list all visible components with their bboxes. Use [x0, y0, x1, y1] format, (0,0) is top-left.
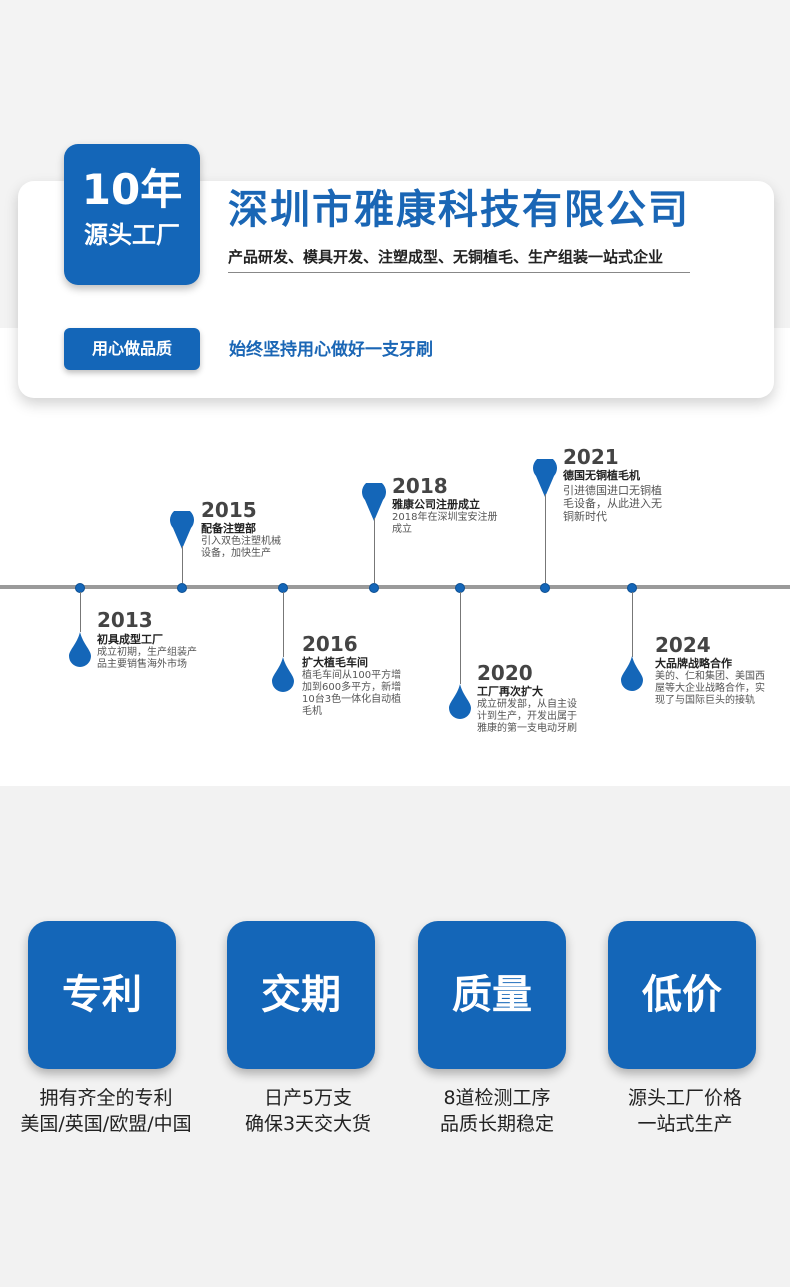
location-pin-icon — [533, 459, 557, 497]
timeline-connector — [374, 518, 375, 583]
event-desc: 成立初期，生产组装产品主要销售海外市场 — [97, 647, 197, 670]
timeline-connector — [283, 592, 284, 657]
feature-line-2: 品质长期稳定 — [439, 1113, 554, 1135]
timeline-dot — [369, 583, 379, 593]
feature-line-1: 日产5万支 — [263, 1087, 353, 1109]
location-pin-icon — [170, 511, 194, 549]
timeline-dot — [177, 583, 187, 593]
timeline-background — [0, 328, 790, 786]
feature-line-1: 8道检测工序 — [443, 1087, 551, 1109]
water-drop-icon — [449, 684, 471, 719]
quality-button[interactable]: 用心做品质 — [64, 328, 200, 370]
water-drop-icon — [272, 657, 294, 692]
feature-tile-price[interactable]: 低价 — [608, 921, 756, 1069]
event-year: 2024 — [655, 633, 711, 657]
event-year: 2018 — [392, 474, 448, 498]
event-desc: 引进德国进口无铜植毛设备，从此进入无铜新时代 — [563, 484, 662, 523]
timeline-connector — [545, 494, 546, 583]
feature-tile-delivery[interactable]: 交期 — [227, 921, 375, 1069]
feature-tile-patent[interactable]: 专利 — [28, 921, 176, 1069]
feature-line-1: 拥有齐全的专利 — [39, 1087, 173, 1109]
motto: 始终坚持用心做好一支牙刷 — [229, 340, 433, 360]
badge-years: 10年 — [81, 165, 183, 214]
years-badge: 10年 源头工厂 — [64, 144, 200, 285]
feature-caption: 拥有齐全的专利 美国/英国/欧盟/中国 — [6, 1085, 206, 1137]
feature-line-2: 确保3天交大货 — [244, 1113, 372, 1135]
event-desc: 引入双色注塑机械设备，加快生产 — [201, 536, 281, 559]
services-line: 产品研发、模具开发、注塑成型、无铜植毛、生产组装一站式企业 — [228, 248, 664, 266]
timeline-axis — [0, 585, 790, 589]
timeline-connector — [80, 592, 81, 632]
water-drop-icon — [69, 632, 91, 667]
timeline-dot — [540, 583, 550, 593]
water-drop-icon — [621, 656, 643, 691]
feature-caption: 8道检测工序 品质长期稳定 — [397, 1085, 597, 1137]
feature-line-2: 一站式生产 — [637, 1113, 733, 1135]
event-year: 2020 — [477, 661, 533, 685]
timeline-connector — [632, 592, 633, 657]
feature-line-2: 美国/英国/欧盟/中国 — [20, 1113, 192, 1135]
location-pin-icon — [362, 483, 386, 521]
divider — [228, 272, 690, 273]
feature-line-1: 源头工厂价格 — [627, 1087, 742, 1109]
event-desc: 成立研发部，从自主设计到生产，开发出属于雅康的第一支电动牙刷 — [477, 699, 577, 734]
event-title: 初具成型工厂 — [97, 633, 163, 646]
timeline-connector — [182, 546, 183, 583]
event-title: 工厂再次扩大 — [477, 685, 543, 698]
feature-caption: 源头工厂价格 一站式生产 — [585, 1085, 785, 1137]
event-desc: 2018年在深圳宝安注册成立 — [392, 512, 498, 535]
event-title: 配备注塑部 — [201, 522, 256, 535]
event-title: 大品牌战略合作 — [655, 657, 732, 670]
event-year: 2013 — [97, 608, 153, 632]
event-year: 2015 — [201, 498, 257, 522]
event-year: 2016 — [302, 632, 358, 656]
badge-subtitle: 源头工厂 — [84, 221, 180, 249]
company-name: 深圳市雅康科技有限公司 — [228, 187, 690, 233]
event-title: 德国无铜植毛机 — [563, 469, 640, 482]
event-title: 雅康公司注册成立 — [392, 498, 480, 511]
timeline-connector — [460, 592, 461, 684]
feature-tile-quality[interactable]: 质量 — [418, 921, 566, 1069]
feature-caption: 日产5万支 确保3天交大货 — [208, 1085, 408, 1137]
event-year: 2021 — [563, 445, 619, 469]
event-desc: 植毛车间从100平方增加到600多平方，新增10台3色一体化自动植毛机 — [302, 670, 402, 717]
event-title: 扩大植毛车间 — [302, 656, 368, 669]
event-desc: 美的、仁和集团、美国西屋等大企业战略合作，实现了与国际巨头的接轨 — [655, 671, 765, 706]
